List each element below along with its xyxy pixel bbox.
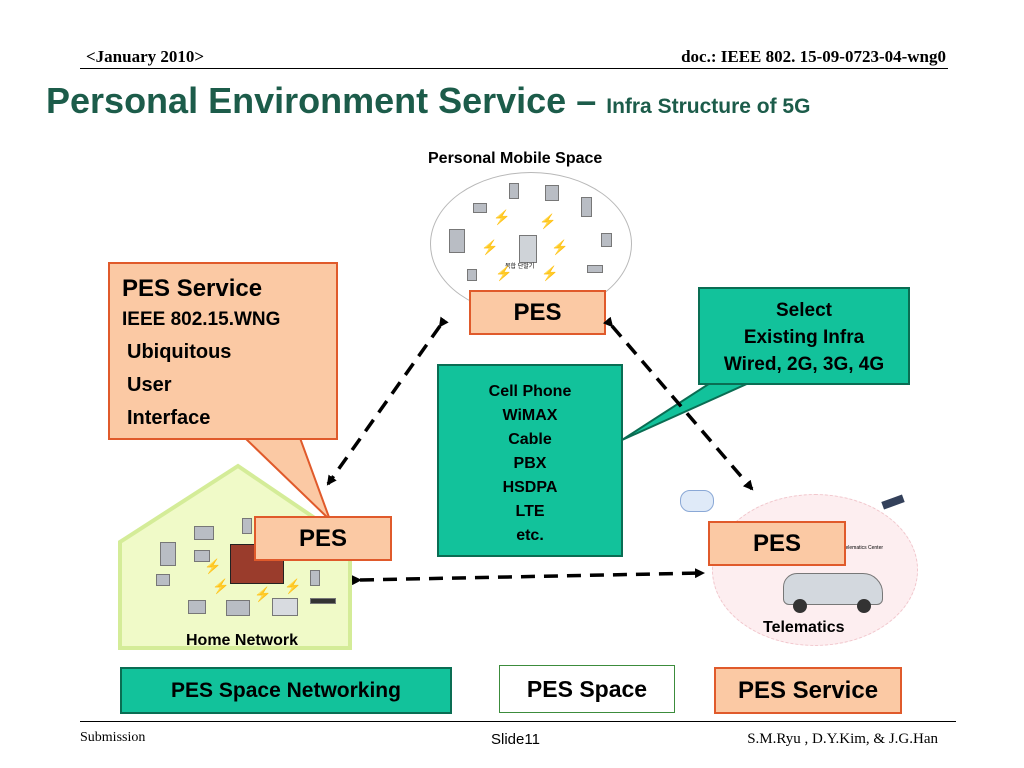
signal-icon: ⚡: [204, 558, 222, 574]
infra-item: Cell Phone: [488, 383, 572, 400]
callout-title: PES Service: [122, 275, 263, 302]
arrow-mobile-home: [326, 316, 449, 486]
pes-telematics-box: PES: [708, 521, 846, 566]
signal-icon: ⚡: [495, 265, 513, 281]
sensor-icon: [467, 269, 477, 281]
washer-icon: [272, 598, 298, 616]
pes-service-callout: PES Service IEEE 802.15.WNG Ubiquitous U…: [108, 262, 338, 440]
phone-icon: [509, 183, 519, 199]
footer-submission: Submission: [80, 730, 146, 745]
infra-item: etc.: [516, 527, 544, 544]
pes-mobile-box: PES: [469, 290, 606, 335]
sensor-icon: [156, 574, 170, 586]
handset-icon: [449, 229, 465, 253]
legend-networking: PES Space Networking: [120, 667, 452, 714]
mp3-icon: [601, 233, 612, 247]
arrow-home-telematics: [351, 568, 705, 586]
header-doc-id: doc.: IEEE 802. 15-09-0723-04-wng0: [681, 47, 946, 66]
device-icon: [581, 197, 592, 217]
pes-home-box: PES: [254, 516, 392, 561]
wheel-icon: [857, 599, 871, 613]
phone-icon: [310, 570, 320, 586]
router-icon: [194, 550, 210, 562]
select-callout-pointer: [621, 377, 761, 441]
signal-icon: ⚡: [539, 213, 557, 229]
title-sub: Infra Structure of 5G: [606, 95, 811, 118]
footer-rule: [80, 721, 956, 722]
callout-subtitle: IEEE 802.15.WNG: [122, 309, 281, 330]
infra-item: LTE: [515, 503, 545, 520]
telematics-label: Telematics: [763, 619, 845, 636]
legend-service: PES Service: [714, 667, 902, 714]
footer-slide-number: Slide11: [491, 731, 540, 748]
stick-icon: [587, 265, 603, 273]
callout-item: Ubiquitous: [127, 341, 232, 363]
phone-icon: [160, 542, 176, 566]
signal-icon: ⚡: [541, 265, 559, 281]
camera-icon: [473, 203, 487, 213]
title-main: Personal Environment Service –: [46, 80, 607, 121]
signal-icon: ⚡: [493, 209, 511, 225]
remote-icon: [242, 518, 252, 534]
select-infra-callout: Select Existing Infra Wired, 2G, 3G, 4G: [698, 287, 910, 385]
header-date: <January 2010>: [86, 47, 205, 66]
appliance-icon: [188, 600, 206, 614]
mobile-space-label: Personal Mobile Space: [428, 150, 603, 167]
home-network-label: Home Network: [186, 632, 299, 649]
signal-icon: ⚡: [481, 239, 499, 255]
signal-icon: ⚡: [254, 586, 272, 602]
footer-authors: S.M.Ryu , D.Y.Kim, & J.G.Han: [747, 731, 938, 747]
select-line: Existing Infra: [743, 327, 865, 348]
microwave-icon: [226, 600, 250, 616]
signal-icon: ⚡: [551, 239, 569, 255]
smartphone-icon: [519, 235, 537, 263]
page-title: Personal Environment Service – Infra Str…: [46, 80, 810, 122]
wheel-icon: [793, 599, 807, 613]
telematics-circle: Telematics Center: [712, 494, 918, 646]
infra-list-box: Cell Phone WiMAX Cable PBX HSDPA LTE etc…: [437, 364, 623, 557]
cloud-icon: [680, 490, 714, 512]
select-line: Select: [776, 300, 832, 321]
pda-icon: [545, 185, 559, 201]
infra-item: WiMAX: [502, 407, 558, 424]
signal-icon: ⚡: [212, 578, 230, 594]
multi-device-label: 복합 단말기: [505, 264, 535, 270]
select-line: Wired, 2G, 3G, 4G: [723, 354, 885, 375]
infra-item: Cable: [508, 431, 552, 448]
legend-space: PES Space: [499, 665, 675, 713]
header-rule: [80, 68, 948, 69]
callout-item: User: [127, 374, 172, 396]
infra-item: HSDPA: [502, 479, 558, 496]
stick-icon: [310, 598, 336, 604]
infra-item: PBX: [513, 455, 547, 472]
signal-icon: ⚡: [284, 578, 302, 594]
arrow-mobile-telematics: [602, 316, 754, 491]
camera-icon: [194, 526, 214, 540]
callout-item: Interface: [127, 407, 211, 429]
telematics-center-label: Telematics Center: [843, 545, 884, 551]
